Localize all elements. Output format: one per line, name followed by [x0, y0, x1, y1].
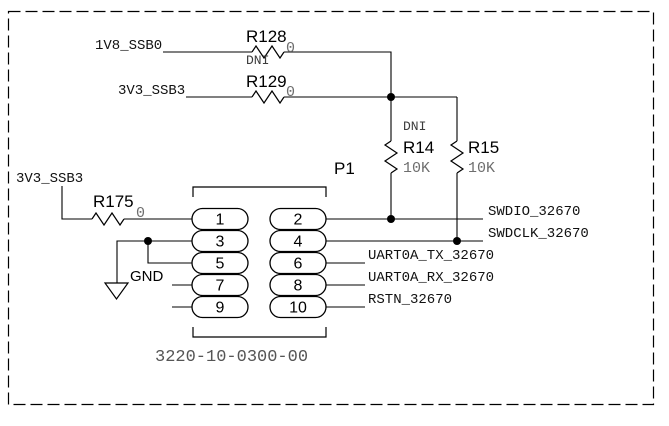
connector-pin-5[interactable]: 5 — [191, 251, 249, 275]
junction-swdclk — [453, 237, 461, 245]
pin-shape — [191, 251, 249, 275]
resistor-value: 0 — [136, 205, 145, 222]
connector-bottom-bracket — [192, 327, 327, 338]
resistor-refdes: R128 — [246, 27, 287, 46]
net-label-uart0a-tx[interactable]: UART0A_TX_32670 — [368, 248, 494, 264]
net-label-rstn[interactable]: RSTN_32670 — [368, 292, 452, 308]
pin-shape — [191, 273, 249, 297]
junction-pullup-rail — [387, 93, 395, 101]
resistor-zigzag-icon — [449, 140, 465, 174]
connector-pin-1[interactable]: 1 — [191, 207, 249, 231]
ground-triangle-icon — [103, 282, 130, 301]
connector-pin-4[interactable]: 4 — [269, 229, 327, 253]
connector-pin-8[interactable]: 8 — [269, 273, 327, 297]
resistor-refdes: R129 — [246, 72, 287, 91]
resistor-zigzag-icon — [251, 44, 285, 60]
resistor-r175[interactable]: R175 0 — [91, 192, 145, 227]
dni-note: DNI — [403, 119, 426, 134]
connector-pin-2[interactable]: 2 — [269, 207, 327, 231]
connector-p1[interactable]: P1 1 3 5 7 9 2 4 — [155, 159, 355, 367]
net-label-1v8-ssb0[interactable]: 1V8_SSB0 — [95, 38, 162, 54]
resistor-refdes: R14 — [403, 138, 434, 157]
connector-pin-3[interactable]: 3 — [191, 229, 249, 253]
wire-3v3-supply-drop — [61, 186, 92, 220]
resistor-r128[interactable]: R128 0 DNI — [246, 27, 295, 68]
resistor-refdes: R15 — [468, 138, 499, 157]
net-label-3v3-ssb3-top[interactable]: 3V3_SSB3 — [118, 83, 185, 99]
junction-dots — [144, 93, 461, 245]
net-labels: 1V8_SSB0 3V3_SSB3 3V3_SSB3 SWDIO_32670 S… — [16, 38, 589, 308]
ground-symbol[interactable]: GND — [103, 268, 164, 301]
pin-shape — [191, 229, 249, 253]
sheet-border — [7, 10, 655, 406]
resistor-r15[interactable]: R15 10K — [449, 138, 499, 177]
pin-number: 1 — [216, 212, 225, 229]
resistor-refdes: R175 — [93, 192, 134, 211]
pin-shape — [191, 207, 249, 231]
connector-part-number: 3220-10-0300-00 — [155, 348, 308, 367]
junction-swdio — [387, 215, 395, 223]
connector-top-bracket — [192, 186, 327, 197]
junction-ground — [144, 237, 152, 245]
pin-number: 9 — [216, 300, 225, 317]
connector-pin-7[interactable]: 7 — [191, 273, 249, 297]
pin-shape — [191, 295, 249, 319]
connector-pin-10[interactable]: 10 — [269, 295, 327, 319]
wire-pin5 — [147, 241, 192, 264]
connector-pin-9[interactable]: 9 — [191, 295, 249, 319]
resistor-value: 10K — [403, 160, 430, 177]
pin-number: 10 — [289, 300, 307, 317]
connector-pin-6[interactable]: 6 — [269, 251, 327, 275]
wire-to-ground — [116, 240, 148, 283]
wires — [61, 51, 483, 308]
resistor-value: 0 — [286, 40, 295, 57]
resistor-value: 10K — [468, 160, 495, 177]
net-label-uart0a-rx[interactable]: UART0A_RX_32670 — [368, 270, 494, 286]
net-label-3v3-ssb3-left[interactable]: 3V3_SSB3 — [16, 171, 83, 187]
net-label-swdio[interactable]: SWDIO_32670 — [488, 204, 580, 220]
connector-refdes: P1 — [334, 159, 355, 178]
pin-number: 3 — [216, 234, 225, 251]
pin-shape — [269, 251, 327, 275]
pin-shape — [269, 229, 327, 253]
resistor-zigzag-icon — [383, 140, 399, 174]
net-label-swdclk[interactable]: SWDCLK_32670 — [488, 226, 589, 242]
pin-shape — [269, 207, 327, 231]
pin-shape — [269, 273, 327, 297]
pin-number: 8 — [294, 278, 303, 295]
resistor-zigzag-icon — [251, 89, 285, 105]
resistor-zigzag-icon — [91, 211, 125, 227]
pin-number: 6 — [294, 256, 303, 273]
resistor-value: 0 — [286, 84, 295, 101]
dni-note: DNI — [246, 53, 269, 68]
ground-label: GND — [130, 268, 164, 285]
pin-shape — [269, 295, 327, 319]
pin-number: 2 — [294, 212, 303, 229]
pin-number: 5 — [216, 256, 225, 273]
resistor-r129[interactable]: R129 0 — [246, 72, 295, 105]
pin-number: 7 — [216, 278, 225, 295]
resistor-r14[interactable]: DNI R14 10K — [383, 119, 434, 177]
pin-number: 4 — [294, 234, 303, 251]
wire-1v8-right — [284, 51, 392, 97]
